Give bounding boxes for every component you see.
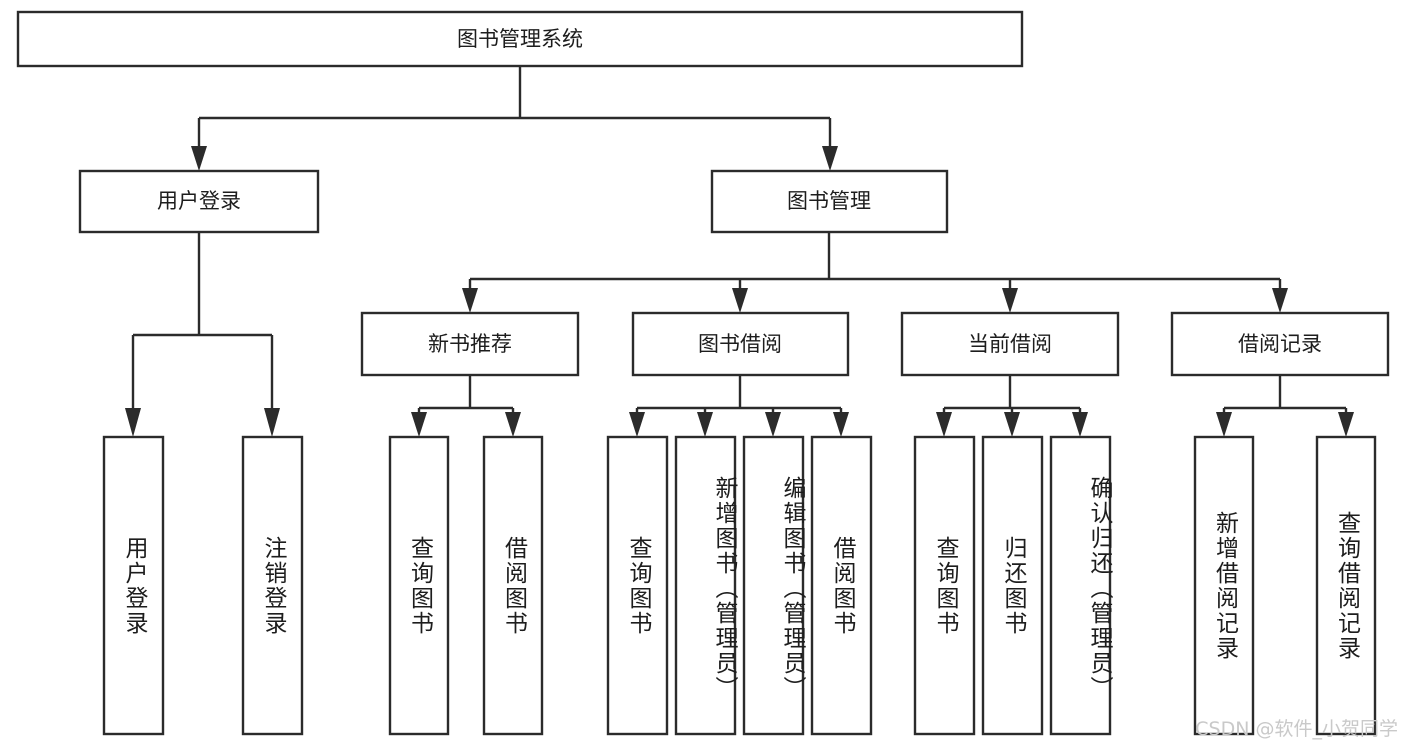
node-box-root[interactable] (16, 10, 1024, 68)
arrow-head-currentborrow-leaf-1 (936, 412, 952, 437)
arrow-head-current-borrow (1002, 288, 1018, 313)
arrow-head-bookborrow-leaf-3 (765, 412, 781, 437)
node-label-user-login: 用户登录 (157, 189, 241, 213)
node-box-current-borrow[interactable] (900, 311, 1120, 377)
arrow-head-newbook-leaf-1 (411, 412, 427, 437)
node-box-book-borrow[interactable] (631, 311, 850, 377)
arrow-head-borrow-record (1272, 288, 1288, 313)
node-box-book-manage[interactable] (710, 169, 949, 234)
arrow-head-bookborrow-leaf-1 (629, 412, 645, 437)
node-box-leaf-query-book-current[interactable] (913, 435, 976, 736)
arrow-head-book-borrow (732, 288, 748, 313)
node-label-book-borrow: 图书借阅 (698, 332, 782, 356)
node-layer: 图书管理系统 用户登录 图书管理 新书推荐 图书借阅 当前借阅 借阅记录 (16, 10, 1390, 736)
node-box-leaf-query-book-newrec[interactable] (388, 435, 450, 736)
node-box-leaf-return-book[interactable] (981, 435, 1044, 736)
node-box-user-login[interactable] (78, 169, 320, 234)
node-box-leaf-borrow-book[interactable] (810, 435, 873, 736)
node-box-leaf-edit-book-admin[interactable] (742, 435, 805, 736)
arrow-head-currentborrow-leaf-2 (1004, 412, 1020, 437)
node-box-leaf-logout[interactable] (241, 435, 304, 736)
arrow-head-leaf-logout (264, 408, 280, 437)
node-label-book-manage: 图书管理 (787, 189, 871, 213)
node-box-leaf-add-book-admin[interactable] (674, 435, 737, 736)
node-label-new-book-recommend: 新书推荐 (428, 332, 512, 356)
node-box-leaf-confirm-return-admin[interactable] (1049, 435, 1112, 736)
arrow-head-new-book-rec (462, 288, 478, 313)
connector-layer (125, 66, 1354, 437)
arrow-head-leaf-user-login (125, 408, 141, 437)
watermark-label: CSDN @软件_小贺同学 (1195, 718, 1398, 740)
arrow-head-newbook-leaf-2 (505, 412, 521, 437)
node-box-leaf-query-book-borrow[interactable] (606, 435, 669, 736)
arrow-head-user-login (191, 146, 207, 171)
node-box-borrow-record[interactable] (1170, 311, 1390, 377)
arrow-head-currentborrow-leaf-3 (1072, 412, 1088, 437)
node-box-leaf-query-borrow-record[interactable] (1315, 435, 1377, 736)
node-box-new-book-recommend[interactable] (360, 311, 580, 377)
node-box-leaf-add-borrow-record[interactable] (1193, 435, 1255, 736)
node-label-current-borrow: 当前借阅 (968, 332, 1052, 356)
node-box-leaf-borrow-book-newrec[interactable] (482, 435, 544, 736)
arrow-head-bookborrow-leaf-2 (697, 412, 713, 437)
node-label-root: 图书管理系统 (457, 27, 583, 51)
arrow-head-book-manage (822, 146, 838, 171)
node-label-borrow-record: 借阅记录 (1238, 332, 1322, 356)
node-box-leaf-user-login[interactable] (102, 435, 165, 736)
arrow-head-borrowrecord-leaf-1 (1216, 412, 1232, 437)
arrow-head-borrowrecord-leaf-2 (1338, 412, 1354, 437)
arrow-head-bookborrow-leaf-4 (833, 412, 849, 437)
